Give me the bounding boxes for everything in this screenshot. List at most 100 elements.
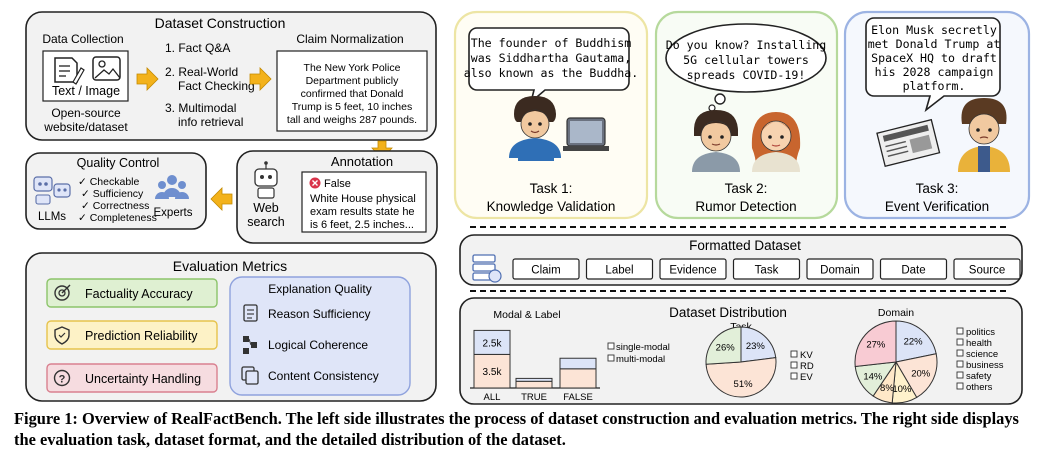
speech-bubble <box>468 27 630 105</box>
slice-label: 8% <box>880 383 894 394</box>
legend-entry: EV <box>800 372 813 383</box>
metric-label: Factuality Accuracy <box>85 287 193 301</box>
check-item: ✓ Checkable <box>78 176 139 188</box>
figure-caption: Figure 1: Overview of RealFactBench. The… <box>14 408 1024 450</box>
bubble-line: Do you know? Installing <box>666 38 827 52</box>
shield-icon <box>54 326 70 345</box>
check-item: ✓ Sufficiency <box>81 188 144 200</box>
evidence-line: exam results state he <box>310 206 415 218</box>
formatted-title: Formatted Dataset <box>689 238 801 253</box>
x-tick-label: TRUE <box>521 392 547 403</box>
task-card-event-verification: Elon Musk secretly met Donald Trump at S… <box>843 10 1031 220</box>
explanation-title: Explanation Quality <box>268 282 371 296</box>
arrow-right-icon <box>136 67 159 91</box>
evidence-line: is 6 feet, 2.5 inches... <box>310 219 414 231</box>
newspaper-icon <box>876 118 941 168</box>
slice-others <box>854 320 897 368</box>
task-card-rumor-detection: Do you know? Installing 5G cellular towe… <box>654 10 839 220</box>
slice-label: 14% <box>863 372 883 383</box>
check-item: ✓ Completeness <box>78 212 157 224</box>
text-document-icon <box>54 57 85 85</box>
experts-label: Experts <box>154 207 193 219</box>
bubble-line: platform. <box>903 79 966 93</box>
slice-label: 23% <box>746 341 766 352</box>
construction-steps: 1. Fact Q&A 2. Real-World Fact Checking … <box>165 41 255 129</box>
bar-data-label: 2.5k <box>483 338 503 349</box>
thinking-person-icon <box>958 98 1010 172</box>
legend-swatch <box>607 342 615 350</box>
annotation-box <box>301 171 427 233</box>
bubble-line: Elon Musk secretly <box>871 23 997 37</box>
bubble-line: spreads COVID-19! <box>687 68 806 82</box>
bubble-line: was Siddhartha Gautama, <box>471 51 632 65</box>
claim-line: The New York Police <box>304 62 401 74</box>
task-title-line2: Rumor Detection <box>695 199 796 214</box>
bubble-line: SpaceX HQ to draft <box>871 51 997 65</box>
slice-label: 22% <box>904 337 924 348</box>
legend-entry: science <box>966 349 998 360</box>
agent-label-line1: Web <box>253 201 279 215</box>
collection-source-line2: website/dataset <box>43 120 128 134</box>
bar-data-label: 3.5k <box>483 367 503 378</box>
step-3: 3. Multimodal <box>165 101 236 115</box>
verdict-label: False <box>324 178 351 190</box>
field-label: Evidence <box>669 265 716 277</box>
bar-all-single-modal <box>473 353 511 389</box>
step-2-cont: Fact Checking <box>178 79 255 93</box>
bubble-line: met Donald Trump at <box>868 37 1001 51</box>
slice-label: 20% <box>911 369 931 380</box>
step-3-cont: info retrieval <box>178 115 243 129</box>
bubble-line: his 2028 campaign <box>875 65 994 79</box>
field-task: Task <box>732 258 801 280</box>
field-box <box>512 258 580 280</box>
task-title-line2: Event Verification <box>885 199 989 214</box>
dataset-distribution-panel: Dataset Distribution Modal & Label3.5k2.… <box>459 297 1023 405</box>
database-icon <box>472 254 502 283</box>
legend-entry: single-modal <box>616 342 670 353</box>
field-box <box>659 258 727 280</box>
field-label: Source <box>969 265 1005 277</box>
task-title-line1: Task 1: <box>530 181 573 196</box>
field-source: Source <box>953 258 1021 280</box>
two-people-icon <box>692 110 801 172</box>
flowchart-icon <box>243 336 257 354</box>
collection-label: Text / Image <box>52 84 120 98</box>
legend-entry: RD <box>800 361 814 372</box>
legend-swatch <box>956 382 964 390</box>
field-label: Date <box>901 265 925 277</box>
field-domain: Domain <box>806 258 874 280</box>
claim-text: The New York Police Department publicly … <box>287 62 417 126</box>
chart-title: Modal & Label <box>493 309 560 321</box>
x-tick-label: FALSE <box>563 392 593 403</box>
explanation-quality-box <box>229 276 411 396</box>
field-label: Task <box>755 265 779 277</box>
legend-swatch <box>956 327 964 335</box>
check-item: ✓ Correctness <box>81 200 149 212</box>
legend-swatch <box>956 349 964 357</box>
slice-health <box>895 353 938 399</box>
bar-true-single-modal <box>515 380 553 389</box>
legend-entry: business <box>966 360 1004 371</box>
collection-source-line1: Open-source <box>51 106 121 120</box>
quality-title: Quality Control <box>77 156 160 170</box>
chart-title: Domain <box>878 307 914 319</box>
evidence-text: White House physical exam results state … <box>310 193 416 231</box>
construction-title: Dataset Construction <box>155 15 286 31</box>
copy-icon <box>241 366 259 385</box>
metric-uncertainty <box>46 363 218 393</box>
metric-factuality <box>46 278 218 308</box>
field-date: Date <box>879 258 948 280</box>
arrow-right-icon <box>249 67 272 91</box>
field-evidence: Evidence <box>659 258 727 280</box>
caption-text: The left side illustrates the process of… <box>14 409 1019 449</box>
annotation-title: Annotation <box>331 154 393 169</box>
bar-false-single-modal <box>559 368 597 389</box>
claim-line: confirmed that Donald <box>301 88 404 100</box>
metrics-title: Evaluation Metrics <box>173 258 287 274</box>
slice-politics <box>895 320 937 363</box>
arrow-left-icon <box>210 187 233 211</box>
explanation-item: Reason Sufficiency <box>268 307 371 321</box>
